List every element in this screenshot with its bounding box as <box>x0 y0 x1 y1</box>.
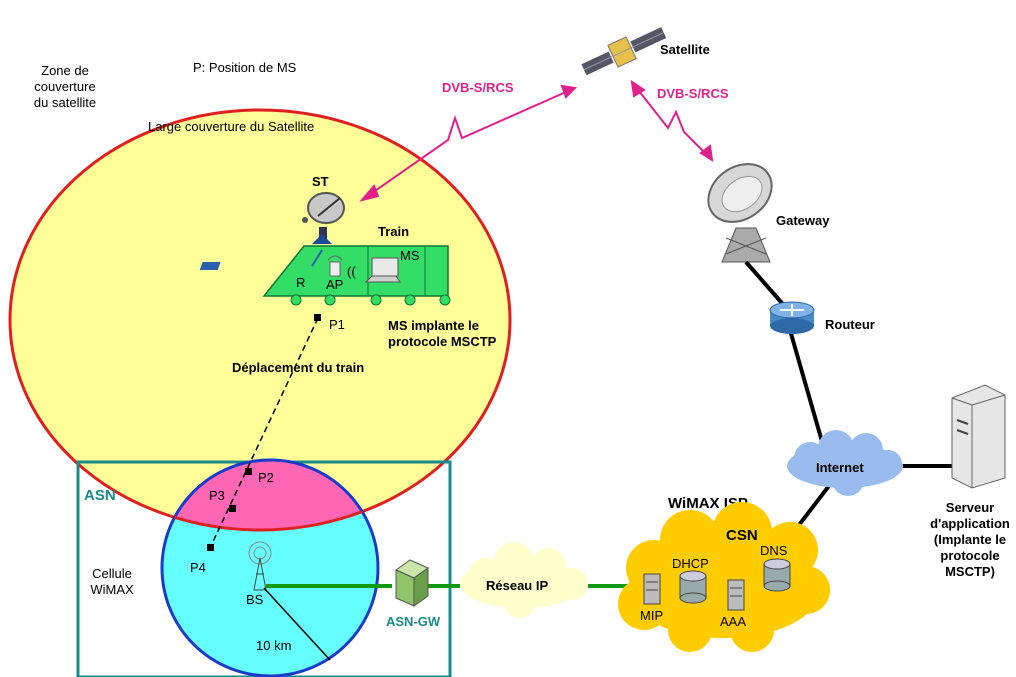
satellite-icon <box>581 27 667 76</box>
p2-marker <box>245 468 252 475</box>
radius-label: 10 km <box>256 638 291 653</box>
position-label: P: Position de MS <box>193 60 297 75</box>
asn-label: ASN <box>84 487 116 504</box>
laptop-icon <box>364 257 401 283</box>
p1-marker <box>314 314 321 321</box>
aaa-label: AAA <box>720 614 746 629</box>
router-label: Routeur <box>825 317 875 332</box>
bs-tower-icon <box>248 541 272 591</box>
reseau-ip-label: Réseau IP <box>486 578 548 593</box>
train-trajectory <box>209 317 319 549</box>
ap-label: AP <box>326 277 343 292</box>
gateway-dish-icon <box>707 163 773 263</box>
deplacement-label: Déplacement du train <box>232 360 364 375</box>
dvb-link-right <box>630 79 714 163</box>
train-router-icon <box>199 249 323 270</box>
train-icon <box>262 245 451 306</box>
internet-cloud <box>787 430 903 496</box>
access-point-icon <box>327 255 343 277</box>
dns-db-icon <box>763 558 791 592</box>
train-label: Train <box>378 224 409 239</box>
aaa-server-icon <box>727 579 745 611</box>
p1-label: P1 <box>329 317 345 332</box>
asn-gw-label: ASN-GW <box>386 614 441 629</box>
wimax-cell-border <box>160 458 380 677</box>
mip-label: MIP <box>640 608 663 623</box>
p4-marker <box>207 544 214 551</box>
st-label: ST <box>312 174 329 189</box>
internet-label: Internet <box>816 460 864 475</box>
satellite-label: Satellite <box>660 42 710 57</box>
dhcp-db-icon <box>679 570 707 604</box>
p3-label: P3 <box>209 488 225 503</box>
dvb-label-right: DVB-S/RCS <box>657 86 729 101</box>
wireless-waves-icon: (( <box>347 264 356 279</box>
router-icon <box>769 301 815 334</box>
bs-label: BS <box>246 592 264 607</box>
p4-label: P4 <box>190 560 206 575</box>
ms-label: MS <box>400 248 420 263</box>
dns-label: DNS <box>760 543 788 558</box>
st-dish-icon <box>302 192 345 244</box>
gateway-label: Gateway <box>776 213 830 228</box>
asn-gw-icon <box>394 559 430 607</box>
dvb-label-left: DVB-S/RCS <box>442 80 514 95</box>
mip-server-icon <box>643 573 661 605</box>
csn-label: CSN <box>726 527 758 544</box>
dhcp-label: DHCP <box>672 556 709 571</box>
cell-radius <box>263 587 331 661</box>
dvb-link-left <box>359 84 578 202</box>
p2-label: P2 <box>258 470 274 485</box>
router-r-label: R <box>296 275 305 290</box>
reseau-ip-cloud <box>460 542 588 618</box>
p3-marker <box>229 505 236 512</box>
zone-border-redraw <box>162 460 378 532</box>
large-coverage-label: Large couverture du Satellite <box>148 119 314 134</box>
server-icon <box>951 384 1006 489</box>
